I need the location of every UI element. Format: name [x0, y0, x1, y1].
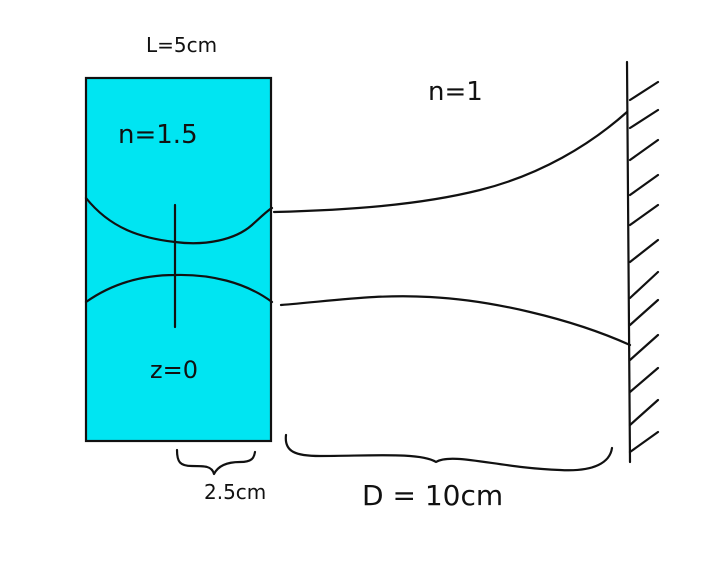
mirror-hatching	[628, 80, 660, 454]
index-inside-label: n=1.5	[118, 120, 198, 150]
brace-half-length	[175, 448, 257, 476]
half-length-label: 2.5cm	[204, 480, 266, 504]
mirror-line	[625, 60, 632, 464]
beam-upper-edge-inside	[84, 196, 274, 245]
length-label: L=5cm	[146, 33, 217, 57]
glass-slab	[84, 76, 273, 443]
index-outside-label: n=1	[428, 77, 483, 107]
distance-label: D = 10cm	[362, 479, 503, 512]
brace-distance	[284, 433, 614, 472]
waist-position-label: z=0	[150, 356, 198, 384]
beam-lower-edge-outside	[279, 295, 632, 347]
beam-upper-edge-outside	[272, 110, 629, 214]
